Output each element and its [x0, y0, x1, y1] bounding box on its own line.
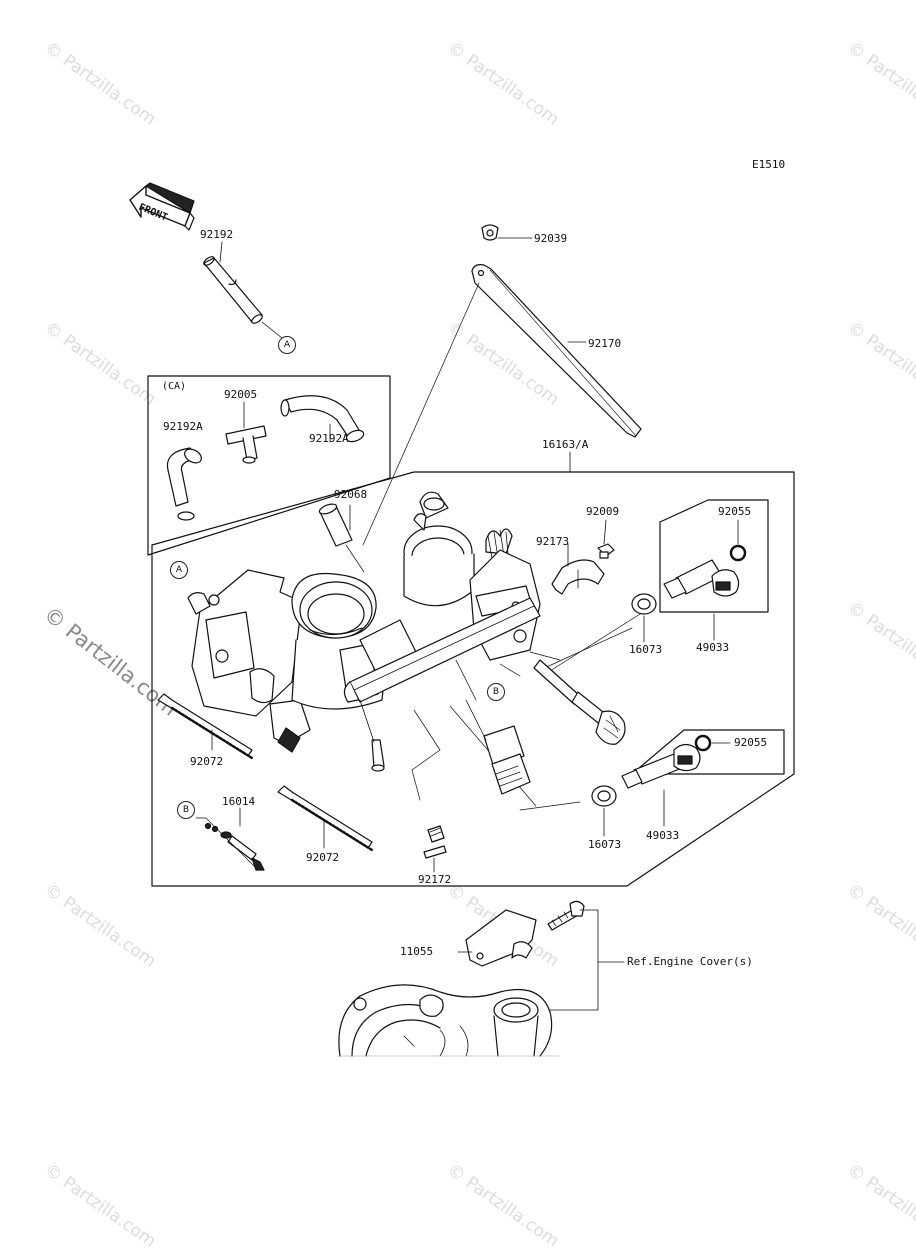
engine-cover — [337, 984, 561, 1057]
oring-92055-upper — [729, 519, 747, 562]
ref-engine-cover-note: Ref.Engine Cover(s) — [627, 955, 753, 968]
pressure-sensor — [533, 659, 626, 745]
label-16163: 16163/A — [542, 438, 589, 451]
elbow-hose-left-92192a — [166, 447, 202, 521]
throttle-body — [187, 491, 657, 811]
label-92009: 92009 — [586, 505, 620, 518]
label-92055-bottom: 92055 — [734, 736, 768, 749]
strap-92170 — [362, 264, 642, 546]
seal-16073-upper — [631, 593, 657, 643]
label-92055-top: 92055 — [718, 505, 752, 518]
cable-tie-92072-right — [277, 785, 374, 852]
injector-upper-49033 — [663, 559, 740, 599]
hose-92192 — [203, 241, 283, 339]
clip-92039 — [481, 224, 533, 241]
bolt-lower — [547, 900, 585, 931]
oring-92055-lower — [694, 734, 731, 752]
cable-tie-92072-left — [157, 693, 254, 760]
label-49033-top: 49033 — [696, 641, 730, 654]
label-49033-bottom: 49033 — [646, 829, 680, 842]
bolt-92009 — [597, 519, 615, 559]
ca-label: (CA) — [162, 381, 187, 392]
label-16073-top: 16073 — [629, 643, 663, 656]
callout-a: A — [278, 336, 296, 354]
parts-diagram: © Partzilla.com © Partzilla.com © Partzi… — [39, 38, 916, 1252]
elbow-hose-right-92192a — [280, 395, 365, 443]
bracket-92173 — [551, 543, 605, 595]
screw-92172 — [423, 825, 447, 873]
callout-b: B — [487, 683, 505, 701]
label-92039: 92039 — [534, 232, 568, 245]
sensor-connector — [455, 659, 531, 795]
bracket-11055 — [457, 909, 537, 967]
line-art — [129, 182, 795, 1057]
label-16073-bottom: 16073 — [588, 838, 622, 851]
hose-92068 — [318, 503, 365, 573]
front-arrow-icon — [129, 182, 195, 231]
label-92192a-left: 92192A — [163, 420, 203, 433]
callout-b: B — [177, 801, 195, 819]
label-92192a-right: 92192A — [309, 432, 349, 445]
label-92170: 92170 — [588, 337, 622, 350]
label-16014: 16014 — [222, 795, 256, 808]
label-92068: 92068 — [334, 488, 368, 501]
adjuster-16014 — [195, 807, 265, 871]
t-joint-92005 — [225, 401, 267, 464]
label-92173: 92173 — [536, 535, 570, 548]
label-92072-right: 92072 — [306, 851, 340, 864]
label-92005: 92005 — [224, 388, 258, 401]
diagram-code: E1510 — [752, 158, 786, 171]
callout-a: A — [170, 561, 188, 579]
label-92072-left: 92072 — [190, 755, 224, 768]
injector-lower-49033 — [621, 743, 701, 789]
label-11055: 11055 — [400, 945, 434, 958]
seal-16073-lower — [591, 785, 617, 837]
label-92192: 92192 — [200, 228, 234, 241]
label-92172: 92172 — [418, 873, 452, 886]
